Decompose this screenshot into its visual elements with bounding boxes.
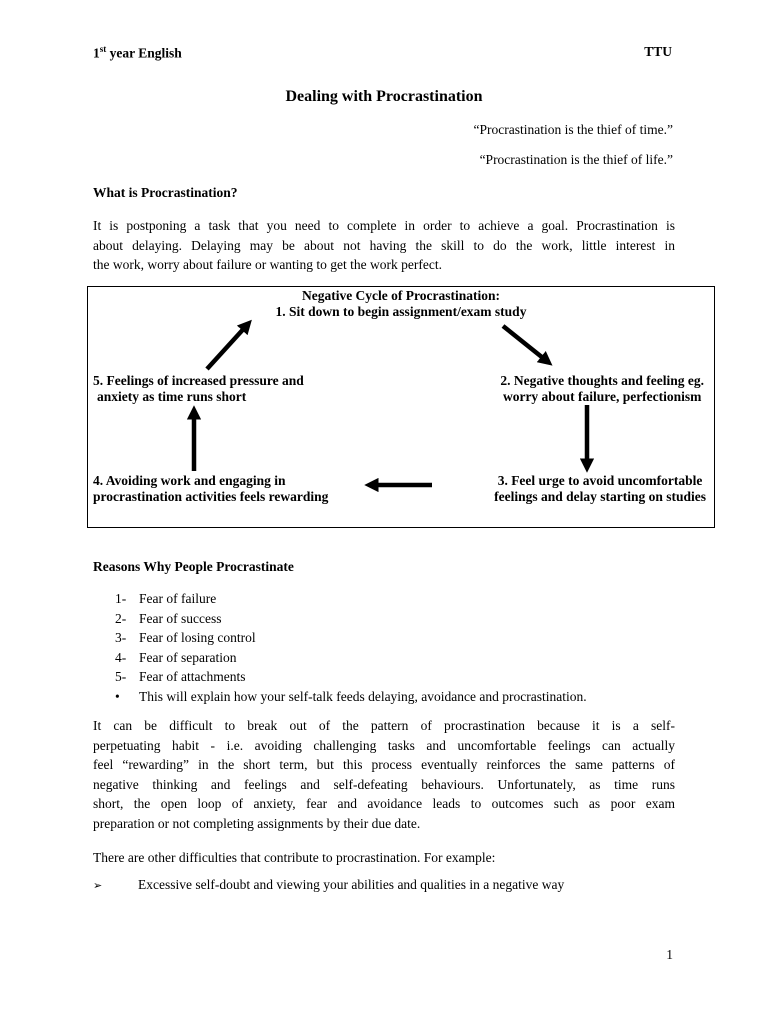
cycle-step-2: 2. Negative thoughts and feeling eg. wor…: [500, 373, 704, 405]
list-item-number: 2-: [115, 610, 127, 626]
course-name: year English: [106, 45, 182, 61]
list-item-bullet: • This will explain how your self-talk fe…: [115, 687, 587, 707]
cycle-step-2-line: worry about failure, perfectionism: [502, 389, 702, 404]
cycle-title: Negative Cycle of Procrastination:: [301, 288, 501, 303]
pattern-paragraph: It can be difficult to break out of the …: [93, 716, 675, 833]
list-item: 4- Fear of separation: [115, 648, 587, 668]
quote-time: “Procrastination is the thief of time.”: [473, 122, 673, 137]
definition-line: about delaying. Delaying may be about no…: [93, 237, 675, 253]
pattern-line: perpetuating habit - i.e. avoiding chall…: [93, 737, 675, 753]
bullet-icon: •: [115, 688, 120, 704]
arrowhead-bullet-icon: ➢: [93, 879, 103, 892]
difficulty-text: Excessive self-doubt and viewing your ab…: [138, 877, 565, 892]
quote-life: “Procrastination is the thief of life.”: [479, 152, 673, 167]
arrow-step5-to-step1: [205, 319, 252, 371]
definition-paragraph: It is postponing a task that you need to…: [93, 216, 675, 275]
arrow-step1-to-step2: [501, 324, 553, 366]
pattern-line: feel “rewarding” in the short term, but …: [93, 757, 675, 772]
school-label: TTU: [644, 44, 672, 59]
pattern-line: It can be difficult to break out of the …: [93, 718, 675, 733]
list-item: 1- Fear of failure: [115, 589, 587, 609]
pattern-line: short, the open loop of anxiety, fear an…: [93, 796, 675, 811]
course-label: 1st year English: [93, 44, 182, 62]
list-item-text: Fear of attachments: [139, 669, 246, 684]
list-item-text: Fear of success: [139, 610, 222, 626]
list-item-text: Fear of losing control: [139, 630, 256, 645]
cycle-diagram: Negative Cycle of Procrastination: 1. Si…: [87, 286, 715, 528]
definition-line: the work, worry about failure or wanting…: [93, 257, 443, 272]
cycle-step-4-line: 4. Avoiding work and engaging in: [93, 473, 286, 488]
cycle-step-2-line: 2. Negative thoughts and feeling eg.: [500, 373, 704, 388]
cycle-step-3-line: 3. Feel urge to avoid uncomfortable: [497, 473, 703, 488]
list-item-text: Fear of failure: [139, 591, 217, 606]
list-item-text: Fear of separation: [139, 649, 237, 665]
cycle-step-1: 1. Sit down to begin assignment/exam stu…: [275, 304, 527, 319]
definition-line: It is postponing a task that you need to…: [93, 218, 675, 233]
list-item-number: 1-: [115, 591, 127, 606]
difficulties-intro: There are other difficulties that contri…: [93, 850, 496, 865]
section-heading-what-is: What is Procrastination?: [93, 185, 238, 200]
cycle-arrows: [186, 319, 595, 493]
cycle-step-5: 5. Feelings of increased pressure and an…: [93, 373, 304, 405]
list-item-number: 4-: [115, 649, 127, 665]
page-title: Dealing with Procrastination: [285, 88, 483, 105]
list-item-text: This will explain how your self-talk fee…: [139, 688, 587, 704]
section-heading-reasons: Reasons Why People Procrastinate: [93, 559, 294, 574]
list-item: 3- Fear of losing control: [115, 628, 587, 648]
cycle-step-4: 4. Avoiding work and engaging in procras…: [93, 473, 328, 505]
pattern-line: negative thinking and feelings and self-…: [93, 776, 675, 792]
course-superscript: st: [99, 44, 107, 54]
difficulty-item: ➢ Excessive self-doubt and viewing your a…: [93, 877, 564, 893]
list-item: 5- Fear of attachments: [115, 667, 587, 687]
page-number: 1: [666, 947, 673, 962]
cycle-step-3: 3. Feel urge to avoid uncomfortable feel…: [494, 473, 706, 505]
course-number: 1: [93, 45, 100, 61]
pattern-line: preparation or not completing assignment…: [93, 815, 421, 831]
list-item: 2- Fear of success: [115, 609, 587, 629]
list-item-number: 5-: [115, 669, 127, 684]
cycle-step-3-line: feelings and delay starting on studies: [494, 489, 706, 504]
cycle-step-5-line: 5. Feelings of increased pressure and: [93, 373, 304, 388]
cycle-step-4-line: procrastination activities feels rewardi…: [93, 489, 329, 504]
cycle-step-5-line: anxiety as time runs short: [97, 389, 247, 404]
reasons-list: 1- Fear of failure 2- Fear of success 3- Fe…: [115, 589, 587, 706]
list-item-number: 3-: [115, 630, 127, 645]
